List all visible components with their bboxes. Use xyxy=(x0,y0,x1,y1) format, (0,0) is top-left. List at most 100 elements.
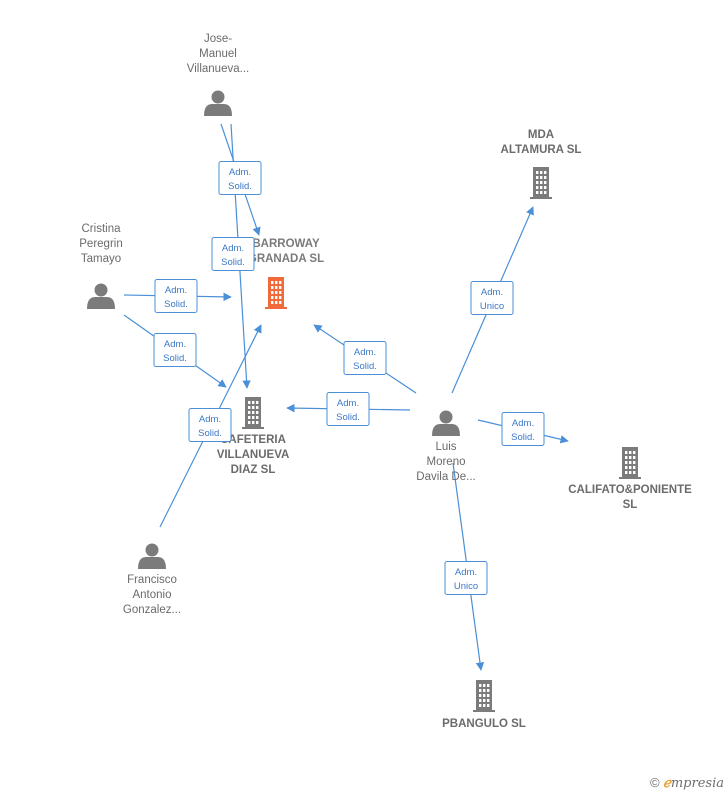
building-window xyxy=(252,406,255,409)
building-window xyxy=(256,416,259,419)
relation-label-text: Solid. xyxy=(164,299,188,310)
building-window xyxy=(271,301,274,304)
node-label-cafeteria: DIAZ SL xyxy=(231,464,276,476)
building-window xyxy=(279,291,282,294)
person-head xyxy=(94,283,108,297)
node-mda[interactable]: MDA ALTAMURA SL xyxy=(501,129,582,199)
relation-label-box xyxy=(470,281,514,315)
person-body xyxy=(432,424,460,436)
building-window xyxy=(544,181,547,184)
building-icon xyxy=(530,167,552,199)
relation-label-francisco-barroway[interactable]: Adm.Solid. xyxy=(188,408,232,442)
node-francisco[interactable]: FranciscoAntonioGonzalez... xyxy=(123,543,181,617)
node-label-mda: ALTAMURA SL xyxy=(501,144,582,156)
building-window xyxy=(248,401,251,404)
building-window xyxy=(625,466,628,469)
building-window xyxy=(483,704,486,707)
relation-label-box xyxy=(326,392,370,426)
building-base xyxy=(619,477,641,479)
building-window xyxy=(544,191,547,194)
node-label-barroway: BARROWAY xyxy=(252,238,320,250)
building-window xyxy=(279,286,282,289)
building-window xyxy=(252,401,255,404)
relation-label-text: Solid. xyxy=(353,361,377,372)
node-label-pbangulo: PBANGULO SL xyxy=(442,718,526,730)
relation-label-luis-barroway[interactable]: Adm. Solid. xyxy=(343,341,387,375)
building-window xyxy=(536,186,539,189)
relation-label-text: Solid. xyxy=(336,412,360,423)
relation-label-cristina-cafeteria[interactable]: Adm.Solid. xyxy=(153,333,197,367)
building-window xyxy=(256,421,259,424)
person-icon xyxy=(87,283,115,309)
building-window xyxy=(275,286,278,289)
relation-label-text: Adm. xyxy=(229,167,251,178)
building-window xyxy=(271,281,274,284)
relation-label-box xyxy=(343,341,387,375)
building-window xyxy=(633,466,636,469)
building-window xyxy=(275,296,278,299)
relation-label-box xyxy=(154,279,198,313)
relation-label-text: Adm. xyxy=(354,347,376,358)
building-window xyxy=(256,401,259,404)
building-window xyxy=(544,186,547,189)
node-label-califato: SL xyxy=(623,499,638,511)
building-window xyxy=(629,451,632,454)
node-label-luis: Davila De... xyxy=(416,471,475,483)
node-pbangulo[interactable]: PBANGULO SL xyxy=(442,680,526,730)
building-base xyxy=(265,307,287,309)
building-window xyxy=(279,281,282,284)
building-window xyxy=(633,456,636,459)
relation-label-cristina-barroway[interactable]: Adm.Solid. xyxy=(154,279,198,313)
relation-label-text: Solid. xyxy=(198,428,222,439)
person-body xyxy=(87,297,115,309)
node-label-cristina: Tamayo xyxy=(81,253,121,265)
building-window xyxy=(487,689,490,692)
node-label-mda: MDA xyxy=(528,129,554,141)
relation-label-text: Unico xyxy=(480,301,504,312)
building-window xyxy=(540,181,543,184)
building-window xyxy=(483,694,486,697)
relation-label-text: Adm. xyxy=(222,243,244,254)
building-window xyxy=(633,471,636,474)
building-window xyxy=(271,286,274,289)
building-window xyxy=(271,296,274,299)
footer-brand[interactable]: © ℯmpresia xyxy=(650,775,724,791)
relation-label-jose-barroway[interactable]: Adm.Solid. xyxy=(218,161,262,195)
building-window xyxy=(633,451,636,454)
building-window xyxy=(487,704,490,707)
person-body xyxy=(204,104,232,116)
node-label-jose: Manuel xyxy=(199,48,237,60)
building-window xyxy=(625,461,628,464)
relation-label-text: Adm. xyxy=(512,418,534,429)
building-icon xyxy=(473,680,495,712)
relation-label-luis-mda[interactable]: Adm.Unico xyxy=(470,281,514,315)
building-window xyxy=(625,451,628,454)
node-label-francisco: Gonzalez... xyxy=(123,604,181,616)
building-window xyxy=(479,699,482,702)
building-icon xyxy=(242,397,264,429)
building-window xyxy=(483,689,486,692)
relation-label-box xyxy=(153,333,197,367)
building-window xyxy=(479,689,482,692)
relation-label-text: Unico xyxy=(454,581,478,592)
building-window xyxy=(629,471,632,474)
building-window xyxy=(275,301,278,304)
node-jose[interactable]: Jose-ManuelVillanueva... xyxy=(187,33,249,116)
building-window xyxy=(256,411,259,414)
relation-label-box xyxy=(188,408,232,442)
relation-label-luis-califato[interactable]: Adm.Solid. xyxy=(501,412,545,446)
relation-label-luis-cafeteria[interactable]: Adm.Solid. xyxy=(326,392,370,426)
building-window xyxy=(536,171,539,174)
node-label-cafeteria: VILLANUEVA xyxy=(217,449,290,461)
relation-label-jose-cafeteria[interactable]: Adm.Solid. xyxy=(211,237,255,271)
person-head xyxy=(211,90,225,104)
node-label-jose: Villanueva... xyxy=(187,63,249,75)
node-label-francisco: Antonio xyxy=(132,589,171,601)
relation-label-luis-pbangulo[interactable]: Adm.Unico xyxy=(444,561,488,595)
